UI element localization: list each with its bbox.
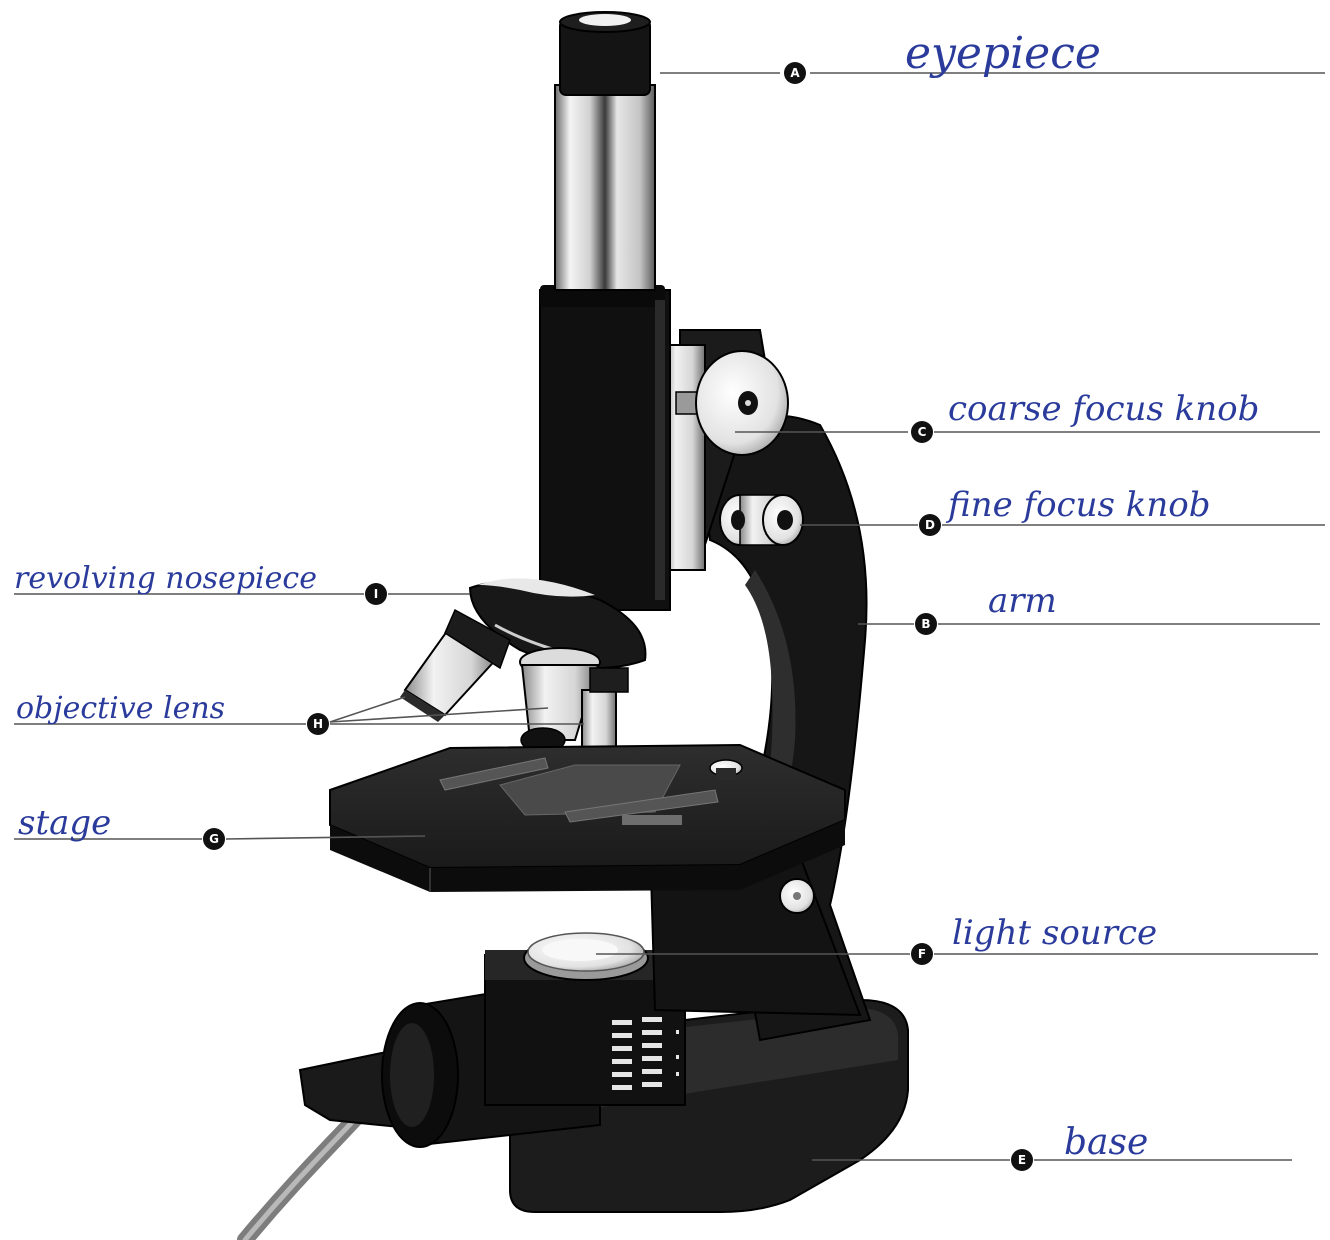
answer-arm: arm [988,581,1057,621]
svg-text:F: F [918,947,926,961]
body-tube [540,285,670,610]
svg-text:H: H [313,717,323,731]
callout-a: A eyepiece [660,28,1325,84]
answer-revolving-nosepiece: revolving nosepiece [14,561,317,596]
svg-text:I: I [374,587,378,601]
callout-d: D fine focus knob [800,485,1325,536]
svg-text:A: A [790,66,800,80]
fine-focus-knob [720,495,803,545]
answer-stage: stage [18,803,111,843]
callout-i: I revolving nosepiece [14,561,470,605]
light-source-lens [524,933,648,980]
svg-text:D: D [925,518,935,532]
answer-fine-focus-knob: fine focus knob [945,485,1211,525]
answer-eyepiece: eyepiece [905,28,1101,79]
answer-objective-lens: objective lens [16,691,225,726]
svg-text:E: E [1018,1153,1026,1167]
stage-platform [330,745,845,892]
answer-base: base [1064,1122,1148,1163]
svg-text:C: C [918,425,927,439]
callout-h: H objective lens [14,691,584,735]
eyepiece [555,12,655,290]
svg-text:B: B [921,617,930,631]
callout-b: B arm [858,581,1320,635]
answer-coarse-focus-knob: coarse focus knob [948,389,1259,429]
answer-light-source: light source [952,913,1157,953]
svg-text:G: G [209,832,219,846]
microscope-illustration [245,12,908,1240]
